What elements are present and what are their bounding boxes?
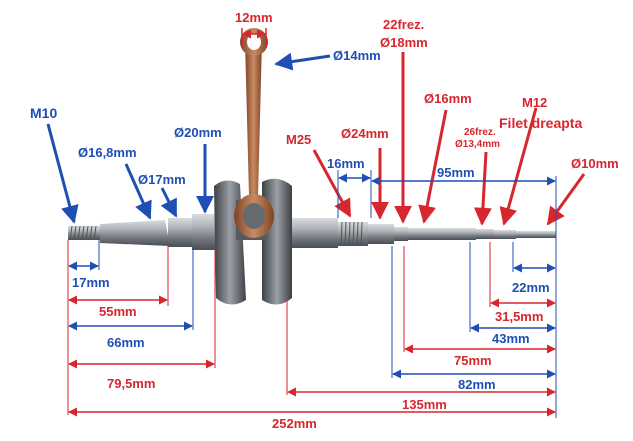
d13-4-arrow <box>473 151 492 226</box>
left-taper <box>100 220 170 246</box>
label-79-5mm: 79,5mm <box>107 376 156 391</box>
label-66mm: 66mm <box>107 335 145 350</box>
label-m25: M25 <box>286 132 312 147</box>
label-135mm: 135mm <box>402 397 447 412</box>
label-d20mm: Ø20mm <box>174 125 222 140</box>
label-75mm: 75mm <box>454 353 492 368</box>
label-d10mm: Ø10mm <box>571 156 619 171</box>
label-17mm: 17mm <box>72 275 110 290</box>
blue-callout-arrows <box>46 52 331 224</box>
label-top-12mm: 12mm <box>235 10 273 25</box>
left-thread-m10 <box>68 226 102 240</box>
label-31-5mm: 31,5mm <box>495 309 544 324</box>
label-d18mm: Ø18mm <box>380 35 428 50</box>
extension-lines <box>67 170 557 418</box>
rod-needle-bearing <box>243 203 265 229</box>
right-crank-web <box>262 178 292 305</box>
rod-diameter-arrow <box>274 52 331 71</box>
label-252mm: 252mm <box>272 416 317 431</box>
left-bearing-seat <box>168 218 192 247</box>
crankshaft-illustration <box>68 28 556 305</box>
label-55mm: 55mm <box>99 304 137 319</box>
m12-thread <box>494 230 516 239</box>
label-filet-dreapta: Filet dreapta <box>499 115 583 131</box>
left-journal <box>192 214 216 250</box>
d10-tip <box>516 231 556 238</box>
label-22frez: 22frez. <box>383 17 425 32</box>
label-d16-8mm: Ø16,8mm <box>78 145 137 160</box>
m25-arrow <box>312 149 352 218</box>
dimension-lines <box>68 173 556 417</box>
label-m12: M12 <box>522 95 548 110</box>
top-12mm-dimension <box>241 28 267 48</box>
left-thread-lines <box>69 225 97 241</box>
label-16mm: 16mm <box>327 156 365 171</box>
d17-arrow <box>160 187 178 218</box>
label-82mm: 82mm <box>458 377 496 392</box>
label-22mm: 22mm <box>512 280 550 295</box>
label-d24mm: Ø24mm <box>341 126 389 141</box>
right-journal <box>292 218 338 248</box>
d18-spline <box>394 227 408 241</box>
d16-8-arrow <box>124 163 152 220</box>
label-rod-diameter: Ø14mm <box>333 48 381 63</box>
d16-section <box>408 228 476 240</box>
m25-thread-lines <box>340 221 363 247</box>
label-d17mm: Ø17mm <box>138 172 186 187</box>
m10-arrow <box>46 123 79 224</box>
connecting-rod-beam <box>245 40 262 196</box>
d24-seat <box>368 224 394 244</box>
label-d13-4mm: Ø13,4mm <box>455 139 501 150</box>
label-26frez: 26frez. <box>464 127 496 138</box>
d10-arrow <box>546 173 586 226</box>
left-crank-web <box>214 180 246 305</box>
d13-spline <box>476 229 494 239</box>
label-d16mm: Ø16mm <box>424 91 472 106</box>
label-95mm: 95mm <box>437 165 475 180</box>
m12-arrow <box>499 107 538 226</box>
rod-small-end-bore <box>247 34 261 50</box>
label-43mm: 43mm <box>492 331 530 346</box>
label-m10: M10 <box>30 105 58 121</box>
d16-arrow <box>418 109 448 224</box>
